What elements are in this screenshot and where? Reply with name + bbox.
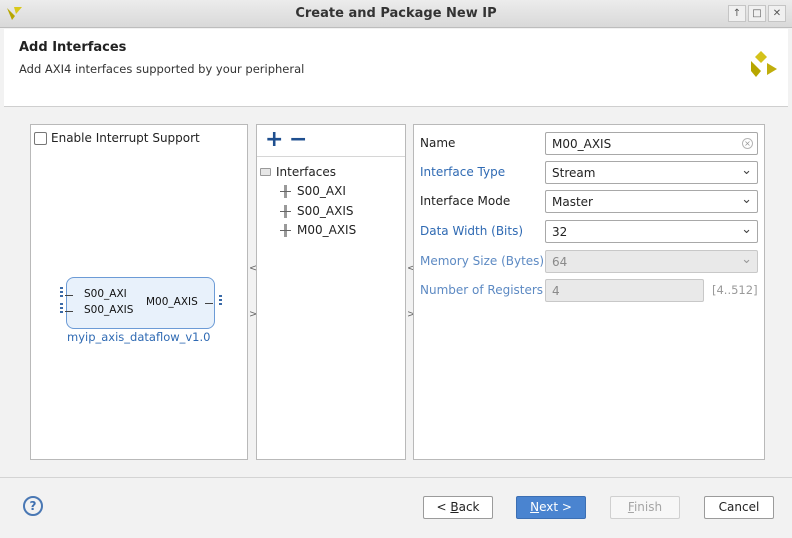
finish-rest: inish xyxy=(633,500,663,514)
wizard-footer: ? < Back Next > Finish Cancel xyxy=(0,477,792,538)
chevron-down-icon: ⌄ xyxy=(741,252,752,267)
num-registers-label: Number of Registers xyxy=(420,283,544,297)
name-label: Name xyxy=(420,136,456,150)
splitter-expand-right[interactable]: > xyxy=(249,309,258,320)
back-button[interactable]: < Back xyxy=(423,496,493,519)
tree-item-label: S00_AXIS xyxy=(297,204,354,218)
title-bar: Create and Package New IP ↑ □ ✕ xyxy=(0,0,792,28)
memory-size-label: Memory Size (Bytes) xyxy=(420,254,545,268)
tree-item-s00-axis[interactable]: S00_AXIS xyxy=(279,204,353,218)
tree-item-m00-axis[interactable]: M00_AXIS xyxy=(279,223,356,237)
port-dots-left xyxy=(60,287,63,299)
wizard-header: Add Interfaces Add AXI4 interfaces suppo… xyxy=(4,29,788,107)
tree-item-s00-axi[interactable]: S00_AXI xyxy=(279,184,346,198)
data-width-label: Data Width (Bits) xyxy=(420,224,524,238)
chevron-down-icon: ⌄ xyxy=(741,163,752,178)
interface-mode-label: Interface Mode xyxy=(420,194,511,208)
port-line xyxy=(65,311,73,312)
interrupt-support-row[interactable]: Enable Interrupt Support xyxy=(34,131,200,145)
num-registers-input: 4 xyxy=(545,279,704,302)
tree-item-label: M00_AXIS xyxy=(297,223,357,237)
next-button[interactable]: Next > xyxy=(516,496,586,519)
interface-icon xyxy=(279,184,292,198)
interface-mode-value: Master xyxy=(552,195,593,209)
vivado-logo-icon xyxy=(7,7,22,20)
splitter-expand-right[interactable]: > xyxy=(407,309,416,320)
interfaces-toolbar: + − xyxy=(257,125,405,157)
back-mnemonic: B xyxy=(450,500,459,514)
next-rest: ext > xyxy=(539,500,572,514)
port-line xyxy=(65,295,73,296)
interfaces-panel: + − Interfaces S00_AXI S00_AXIS M00_AXIS xyxy=(256,124,406,460)
data-width-value: 32 xyxy=(552,225,568,239)
name-input[interactable]: M00_AXIS × xyxy=(545,132,758,155)
interface-type-label: Interface Type xyxy=(420,165,506,179)
data-width-select[interactable]: 32 ⌄ xyxy=(545,220,758,243)
splitter-collapse-left[interactable]: < xyxy=(249,263,258,274)
port-m00-axis: M00_AXIS xyxy=(146,296,198,308)
tree-root-interfaces[interactable]: Interfaces xyxy=(260,165,336,179)
splitter-collapse-left[interactable]: < xyxy=(407,263,416,274)
window-title: Create and Package New IP xyxy=(295,6,497,21)
interrupt-support-label: Enable Interrupt Support xyxy=(51,131,200,145)
port-dots-right xyxy=(219,295,222,307)
ip-name-label: myip_axis_dataflow_v1.0 xyxy=(67,330,211,344)
name-value: M00_AXIS xyxy=(552,137,612,151)
port-s00-axi: S00_AXI xyxy=(84,288,127,300)
interface-mode-row: Interface Mode Master ⌄ xyxy=(414,190,764,214)
help-icon[interactable]: ? xyxy=(23,496,43,516)
name-row: Name M00_AXIS × xyxy=(414,132,764,156)
clear-icon[interactable]: × xyxy=(742,138,753,149)
next-mnemonic: N xyxy=(530,500,540,514)
interface-type-select[interactable]: Stream ⌄ xyxy=(545,161,758,184)
interface-mode-select[interactable]: Master ⌄ xyxy=(545,190,758,213)
add-interface-icon[interactable]: + xyxy=(265,127,284,152)
interface-icon xyxy=(279,204,292,218)
num-registers-range: [4..512] xyxy=(712,283,758,297)
interface-icon xyxy=(279,223,292,237)
num-registers-row: Number of Registers 4 [4..512] xyxy=(414,279,764,303)
port-dots-left xyxy=(60,303,63,315)
back-rest: ack xyxy=(458,500,480,514)
interface-type-row: Interface Type Stream ⌄ xyxy=(414,161,764,185)
interrupt-support-checkbox[interactable] xyxy=(34,131,47,145)
memory-size-select: 64 ⌄ xyxy=(545,250,758,273)
up-arrow-icon[interactable]: ↑ xyxy=(728,5,746,22)
port-line xyxy=(205,303,213,304)
cancel-button[interactable]: Cancel xyxy=(704,496,774,519)
remove-interface-icon[interactable]: − xyxy=(289,127,308,152)
data-width-row: Data Width (Bits) 32 ⌄ xyxy=(414,220,764,244)
chevron-down-icon: ⌄ xyxy=(741,192,752,207)
folder-icon xyxy=(260,168,271,176)
xilinx-logo-icon xyxy=(751,51,777,77)
port-s00-axis: S00_AXIS xyxy=(84,304,134,316)
finish-mnemonic: F xyxy=(627,500,634,514)
ip-symbol: S00_AXI S00_AXIS M00_AXIS xyxy=(65,277,215,329)
back-prefix: < xyxy=(436,500,451,514)
window-controls: ↑ □ ✕ xyxy=(728,5,786,22)
close-icon[interactable]: ✕ xyxy=(768,5,786,22)
restore-icon[interactable]: □ xyxy=(748,5,766,22)
memory-size-row: Memory Size (Bytes) 64 ⌄ xyxy=(414,250,764,274)
ip-preview-panel: Enable Interrupt Support S00_AXI S00_AXI… xyxy=(30,124,248,460)
memory-size-value: 64 xyxy=(552,255,568,269)
finish-button: Finish xyxy=(610,496,680,519)
page-title: Add Interfaces xyxy=(19,40,127,55)
num-registers-value: 4 xyxy=(552,284,560,298)
tree-root-label: Interfaces xyxy=(276,165,336,179)
interface-properties-panel: Name M00_AXIS × Interface Type Stream ⌄ … xyxy=(413,124,765,460)
tree-item-label: S00_AXI xyxy=(297,184,346,198)
page-subtitle: Add AXI4 interfaces supported by your pe… xyxy=(19,62,305,76)
chevron-down-icon: ⌄ xyxy=(741,222,752,237)
interface-type-value: Stream xyxy=(552,166,596,180)
